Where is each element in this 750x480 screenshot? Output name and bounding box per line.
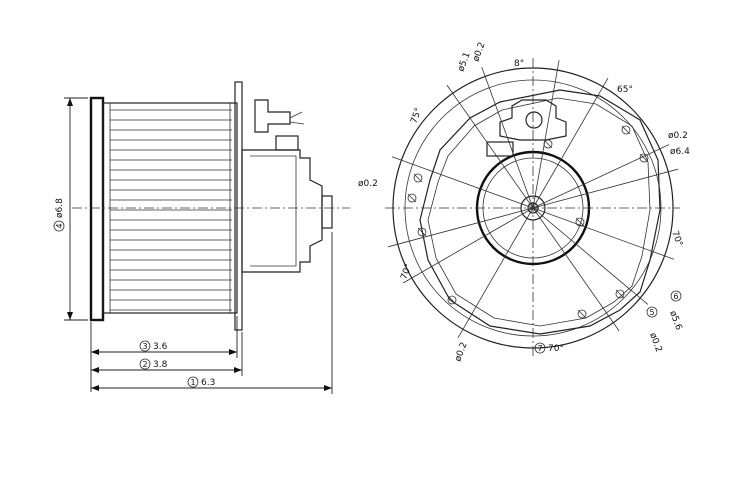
marker7-circle [534,342,546,354]
marker-6: 6 [673,292,678,301]
screw-cross [543,139,553,149]
label-phi-right: ø0.2 [668,131,688,141]
screw-mark [575,217,585,227]
radial-line [532,77,609,209]
dim3-value: 3.6 [153,342,168,352]
marker-5: 5 [649,308,654,317]
screw-cross [575,217,585,227]
dim4-marker-circle [53,220,65,232]
screw-marks [407,125,649,319]
radial-line [481,66,534,209]
front-terminal [486,141,514,157]
connector-wires [289,111,305,125]
marker5-circle [646,306,658,318]
connector-lock [525,111,543,129]
screw-mark [407,193,417,203]
dim3-marker: 3 [142,342,147,351]
radial-lines [388,60,678,339]
motor-housing-inner [250,155,297,267]
label-phi-top: ø0.2 [471,41,487,63]
dim3-marker-circle [139,340,151,352]
label-phi-5: ø0.2 [647,332,663,354]
marker-7: 7 [537,344,542,353]
screw-cross [621,125,631,135]
mounting-plate [234,81,243,331]
dim1-value: 6.3 [201,378,215,388]
screw-mark [577,309,587,319]
screw-cross [577,309,587,319]
radial-line [391,156,534,209]
radial-line [532,60,560,209]
dim4-value: ø6.8 [55,198,65,218]
front-connector [499,99,567,141]
screw-cross [413,173,423,183]
motor-end-cap [321,195,333,229]
radial-line [446,84,534,209]
label-phi-6: ø5.6 [667,310,683,332]
screw-cross [615,289,625,299]
marker6-circle [670,290,682,302]
housing-plate-inner [427,97,651,327]
screw-cross [417,227,427,237]
radial-line [532,207,675,260]
blower-flange [89,96,105,322]
motor-housing [241,149,323,273]
terminal-block [275,135,299,151]
dim2-marker-circle [139,358,151,370]
dim2-value: 3.8 [153,360,168,370]
screw-mark [413,173,423,183]
label-7deg: 70° [548,344,564,354]
radial-line [532,168,678,209]
screw-mark [621,125,631,135]
front-view: ø0.2 ø5.1 8° 65° 75° ø0.2 ø6.4 ø0.2 70° … [358,41,690,363]
screw-mark [417,227,427,237]
housing-plate [419,89,661,335]
dim1-marker-circle [187,376,199,388]
label-phi-left: ø0.2 [358,179,378,189]
label-phi-bottom: ø0.2 [453,341,469,363]
radial-line [532,207,649,305]
dim2-marker: 2 [142,360,147,369]
radial-line [388,207,534,248]
radial-line [532,207,620,332]
screw-mark [615,289,625,299]
label-65deg: 65° [617,85,633,95]
radial-line [532,144,670,209]
dim4-marker: 4 [55,223,64,228]
radial-line [402,207,534,284]
screw-cross [447,295,457,305]
label-phi-top2: ø5.1 [456,51,472,73]
side-view: 4 ø6.8 3 3.6 2 3.8 1 6.3 [53,81,350,394]
wire-connector [254,99,291,133]
label-70deg-right: 70° [669,230,684,248]
radial-line [457,207,534,339]
screw-cross [407,193,417,203]
screw-mark [447,295,457,305]
dim1-marker: 1 [190,378,195,387]
screw-cross [639,153,649,163]
label-phi-right2: ø6.4 [670,147,690,157]
label-8deg: 8° [514,59,524,69]
